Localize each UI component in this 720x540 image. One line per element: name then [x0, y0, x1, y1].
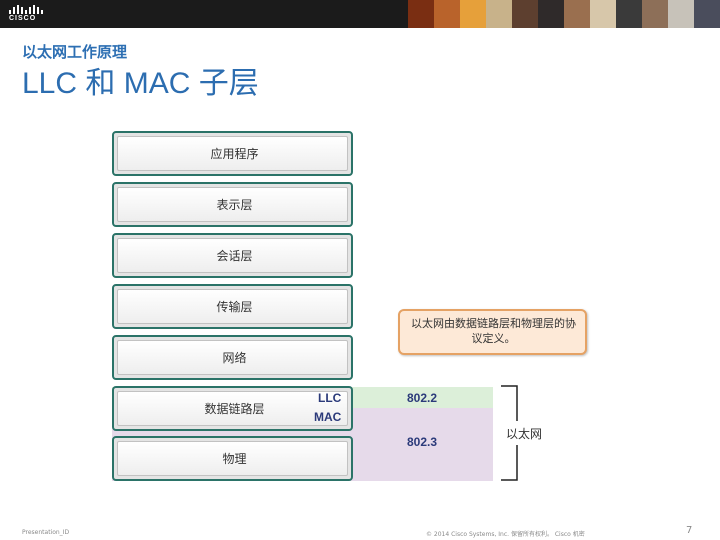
- osi-layer-label: 网络: [222, 351, 247, 365]
- mac-standard-label: 802.3: [407, 435, 438, 449]
- header-photo-tile: [590, 0, 616, 28]
- osi-layer-network: 网络: [112, 335, 353, 380]
- cisco-wordmark: CISCO: [9, 15, 37, 22]
- header-band: CISCO: [0, 0, 720, 28]
- header-photo-tile: [694, 0, 720, 28]
- header-photo-tile: [668, 0, 694, 28]
- header-photo-tile: [642, 0, 668, 28]
- header-photo-tile: [486, 0, 512, 28]
- osi-layer-label: 数据链路层: [204, 402, 265, 416]
- ethernet-label: 以太网: [506, 427, 543, 441]
- footer-copyright: © 2014 Cisco Systems, Inc. 保留所有权利。 Cisco…: [426, 531, 585, 538]
- ethernet-bracket: [501, 385, 518, 481]
- callout-text: 以太网由数据链路层和物理层的协议定义。: [411, 317, 576, 345]
- llc-label: LLC: [318, 391, 342, 405]
- cisco-bridge-icon: CISCO: [9, 5, 43, 23]
- osi-layer-label: 表示层: [216, 198, 253, 212]
- osi-layer-label: 会话层: [216, 249, 253, 263]
- osi-layer-label: 物理: [222, 452, 247, 466]
- osi-layer-label: 传输层: [216, 300, 253, 314]
- osi-layer-transport: 传输层: [112, 284, 353, 329]
- footer-presentation-id: Presentation_ID: [22, 529, 70, 536]
- osi-layer-data-link: 数据链路层: [112, 386, 353, 431]
- header-photo-tile: [616, 0, 642, 28]
- osi-layer-presentation: 表示层: [112, 182, 353, 227]
- ethernet-definition-callout: 以太网由数据链路层和物理层的协议定义。: [398, 309, 587, 355]
- header-photo-tile: [460, 0, 486, 28]
- osi-layer-application: 应用程序: [112, 131, 353, 176]
- footer-page-number: 7: [686, 525, 693, 536]
- header-photo-tile: [512, 0, 538, 28]
- slide-title: LLC 和 MAC 子层: [22, 67, 259, 100]
- osi-layer-physical: 物理: [112, 436, 353, 481]
- osi-layer-label: 应用程序: [210, 147, 259, 161]
- llc-standard-label: 802.2: [407, 391, 438, 405]
- header-photo-strip: [408, 0, 720, 28]
- slide-subtitle: 以太网工作原理: [22, 43, 128, 61]
- header-photo-tile: [564, 0, 590, 28]
- osi-layer-session: 会话层: [112, 233, 353, 278]
- mac-label: MAC: [314, 410, 342, 424]
- header-photo-tile: [434, 0, 460, 28]
- header-photo-tile: [538, 0, 564, 28]
- header-photo-tile: [408, 0, 434, 28]
